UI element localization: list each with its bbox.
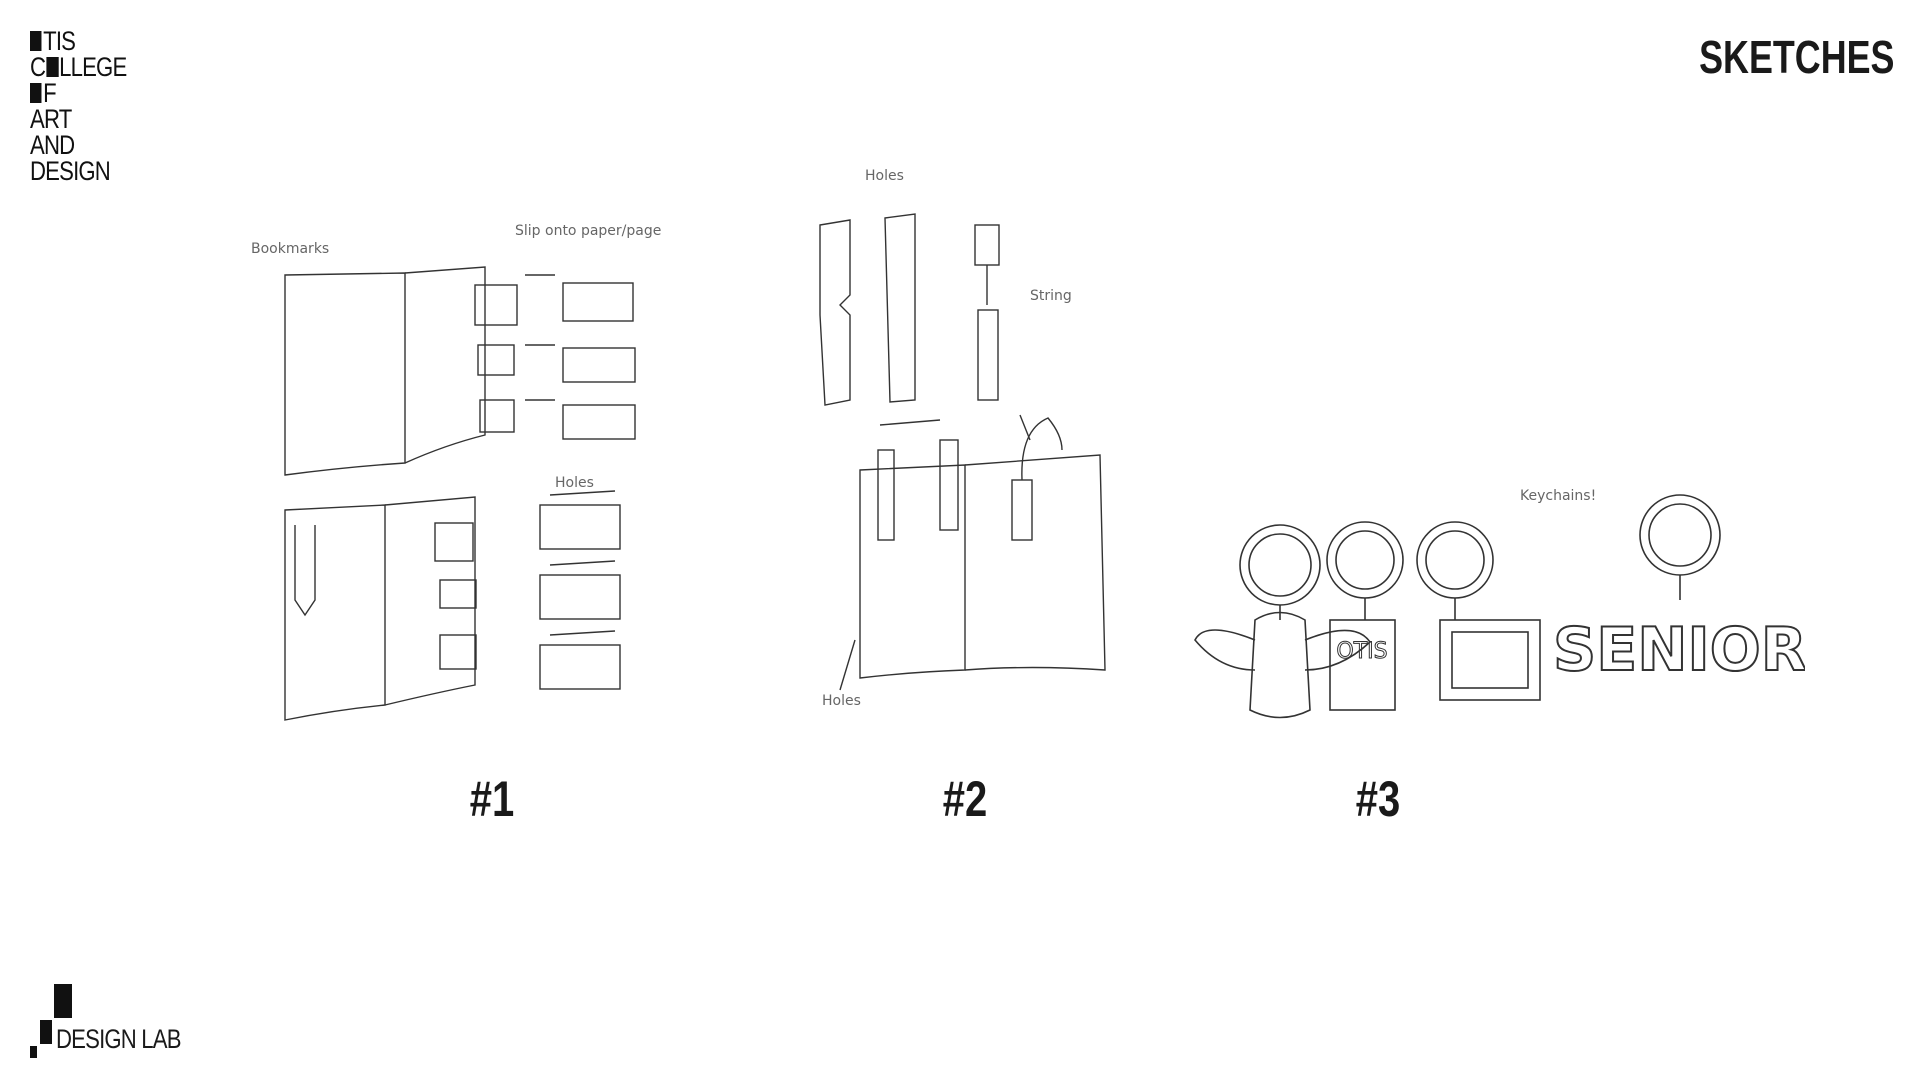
sketch-2-note-holes-bottom: Holes — [822, 693, 861, 709]
design-lab-label: DESIGN LAB — [56, 1024, 182, 1054]
sketch-3-otis-text: OTIS — [1336, 639, 1387, 664]
sketch-3-senior-text: SENIOR — [1553, 615, 1805, 685]
sketch-2-note-string: String — [1030, 288, 1072, 304]
sketch-2-image: Holes String Holes — [800, 150, 1140, 720]
logo-line-1: TIS — [30, 28, 128, 55]
sketch-1-note-slip: Slip onto paper/page — [515, 223, 661, 239]
design-lab-bar-large — [54, 984, 72, 1018]
sketch-1-image: Bookmarks Slip onto paper/page Holes — [245, 205, 675, 735]
logo-line-3: F — [30, 80, 128, 107]
logo-line-4: ART — [30, 104, 72, 134]
sketch-3-note-keychains: Keychains! — [1520, 488, 1596, 504]
design-lab-bar-small — [30, 1046, 37, 1058]
sketch-3-number: #3 — [1355, 771, 1401, 827]
sketch-1-note-holes: Holes — [555, 475, 594, 491]
sketch-3-image: Keychains! OTIS SENIOR — [1175, 470, 1805, 730]
sketch-1-number: #1 — [469, 771, 515, 827]
design-lab-bar-medium — [40, 1020, 52, 1044]
sketch-1-note-bookmarks: Bookmarks — [251, 241, 329, 257]
page-title: SKETCHES — [1698, 31, 1894, 83]
sketch-2-note-holes-top: Holes — [865, 168, 904, 184]
logo-line-6: DESIGN — [30, 156, 111, 186]
logo-line-5: AND — [30, 130, 75, 160]
sketch-2-number: #2 — [942, 771, 988, 827]
design-lab-logo: DESIGN LAB — [30, 984, 220, 1059]
